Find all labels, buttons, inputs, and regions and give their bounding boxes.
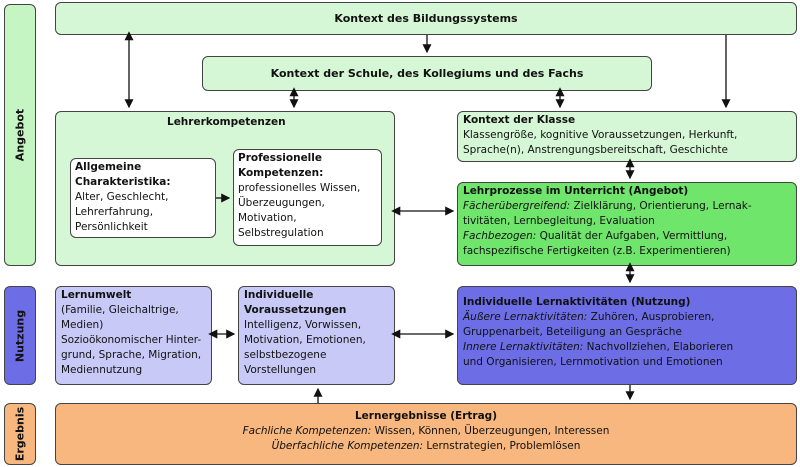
professionelle-line: Motivation, bbox=[238, 212, 297, 224]
kontext-klasse-line: Sprache(n), Anstrengungsbereitschaft, Ge… bbox=[463, 144, 728, 156]
lernaktivitaeten-box: Individuelle Lernaktivitäten (Nutzung) Ä… bbox=[457, 286, 797, 385]
professionelle-line: professionelles Wissen, bbox=[238, 182, 361, 194]
lehrprozesse-f1-text: Zielklärung, Orientierung, Lernak- bbox=[570, 200, 752, 212]
lernaktivitaeten-b-text: Nachvollziehen, Elaborieren bbox=[583, 341, 734, 353]
individuelle-voraussetzungen-box: Individuelle Voraussetzungen Intelligenz… bbox=[238, 286, 395, 385]
lernaktivitaeten-a-text: Zuhören, Ausprobieren, bbox=[587, 311, 715, 323]
kontext-klasse-title: Kontext der Klasse bbox=[463, 114, 576, 126]
lehrerkompetenzen-title: Lehrerkompetenzen bbox=[167, 116, 286, 128]
lernaktivitaeten-b-text-2: und Organisieren, Lernmotivation und Emo… bbox=[463, 356, 723, 368]
lehrprozesse-box: Lehrprozesse im Unterricht (Angebot) Fäc… bbox=[457, 182, 797, 266]
lernaktivitaeten-a-text-2: Gruppenarbeit, Beteiligung an Gespräche bbox=[463, 326, 682, 338]
lernergebnisse-a-text: Wissen, Können, Überzeugungen, Interesse… bbox=[371, 425, 610, 437]
professionelle-line: Selbstregulation bbox=[238, 227, 324, 239]
lernergebnisse-a-label: Fachliche Kompetenzen: bbox=[242, 425, 372, 437]
voraussetzungen-title-2: Voraussetzungen bbox=[244, 304, 347, 316]
allgemeine-line: Lehrerfahrung, bbox=[75, 206, 154, 218]
voraussetzungen-line: Vorstellungen bbox=[244, 364, 317, 376]
professionelle-kompetenzen-box: Professionelle Kompetenzen: professionel… bbox=[233, 149, 382, 246]
lehrprozesse-f2-text-2: fachspezifische Fertigkeiten (z.B. Exper… bbox=[463, 245, 731, 257]
lernaktivitaeten-title: Individuelle Lernaktivitäten (Nutzung) bbox=[463, 296, 691, 308]
lehrprozesse-f2-text: Qualität der Aufgaben, Vermittlung, bbox=[536, 230, 728, 242]
lehrprozesse-title: Lehrprozesse im Unterricht (Angebot) bbox=[463, 185, 689, 197]
lernergebnisse-box: Lernergebnisse (Ertrag) Fachliche Kompet… bbox=[55, 403, 797, 465]
allgemeine-title-1: Allgemeine bbox=[75, 161, 142, 173]
lernumwelt-line: Sozioökonomischer Hinter- bbox=[61, 334, 202, 346]
kontext-bildungssystem-title: Kontext des Bildungssystems bbox=[334, 12, 518, 25]
voraussetzungen-line: selbstbezogene bbox=[244, 349, 327, 361]
kontext-bildungssystem-box: Kontext des Bildungssystems bbox=[55, 2, 797, 35]
kontext-klasse-box: Kontext der Klasse Klassengröße, kogniti… bbox=[457, 111, 797, 162]
lernergebnisse-title: Lernergebnisse (Ertrag) bbox=[354, 410, 498, 422]
allgemeine-charakteristika-box: Allgemeine Charakteristika: Alter, Gesch… bbox=[70, 158, 216, 238]
side-label-angebot: Angebot bbox=[4, 4, 36, 266]
allgemeine-line: Persönlichkeit bbox=[75, 221, 148, 233]
lernumwelt-line: Medien) bbox=[61, 319, 104, 331]
voraussetzungen-line: Motivation, Emotionen, bbox=[244, 334, 366, 346]
lernaktivitaeten-a-label: Äußere Lernaktivitäten: bbox=[463, 311, 588, 323]
lernergebnisse-b-label: Überfachliche Kompetenzen: bbox=[271, 440, 424, 452]
lehrprozesse-f1-label: Fächerübergreifend: bbox=[463, 200, 571, 212]
kontext-schule-box: Kontext der Schule, des Kollegiums und d… bbox=[202, 56, 652, 91]
lernumwelt-line: Mediennutzung bbox=[61, 364, 143, 376]
allgemeine-line: Alter, Geschlecht, bbox=[75, 191, 169, 203]
side-label-ergebnis: Ergebnis bbox=[4, 403, 36, 465]
lehrprozesse-f1-text-2: tivitäten, Lernbegleitung, Evaluation bbox=[463, 215, 655, 227]
lernumwelt-line: (Familie, Gleichaltrige, bbox=[61, 304, 179, 316]
professionelle-line: Überzeugungen, bbox=[238, 197, 325, 209]
side-label-nutzung: Nutzung bbox=[4, 286, 36, 385]
lehrprozesse-f2-label: Fachbezogen: bbox=[463, 230, 537, 242]
lernumwelt-box: Lernumwelt (Familie, Gleichaltrige, Medi… bbox=[55, 286, 212, 385]
kontext-schule-title: Kontext der Schule, des Kollegiums und d… bbox=[270, 67, 584, 80]
kontext-klasse-line: Klassengröße, kognitive Voraussetzungen,… bbox=[463, 129, 738, 141]
professionelle-title-2: Kompetenzen: bbox=[238, 167, 324, 179]
lernumwelt-line: grund, Sprache, Migration, bbox=[61, 349, 202, 361]
professionelle-title-1: Professionelle bbox=[238, 152, 323, 164]
lernergebnisse-b-text: Lernstrategien, Problemlösen bbox=[423, 440, 581, 452]
lernaktivitaeten-b-label: Innere Lernaktivitäten: bbox=[463, 341, 584, 353]
voraussetzungen-line: Intelligenz, Vorwissen, bbox=[244, 319, 362, 331]
allgemeine-title-2: Charakteristika: bbox=[75, 176, 171, 188]
voraussetzungen-title-1: Individuelle bbox=[244, 289, 314, 301]
lernumwelt-title: Lernumwelt bbox=[61, 289, 132, 301]
